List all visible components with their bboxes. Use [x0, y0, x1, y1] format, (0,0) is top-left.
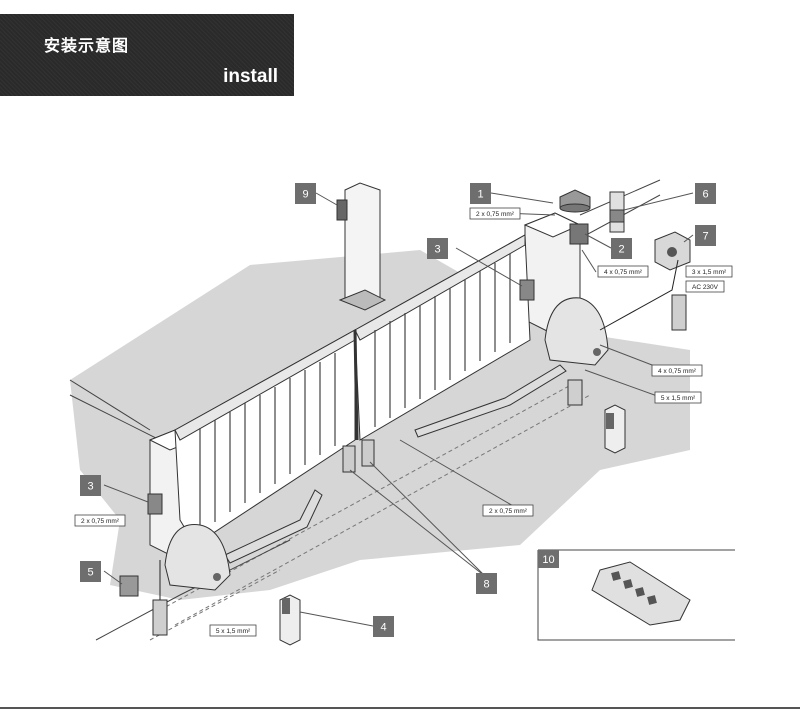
- svg-text:9: 9: [302, 189, 308, 201]
- svg-text:8: 8: [483, 579, 489, 591]
- control-box: [654, 231, 691, 271]
- cable-label-2x075-center: 2 x 0,75 mm²: [482, 504, 534, 517]
- bottom-divider: [0, 707, 800, 709]
- keypad-post: [336, 182, 387, 311]
- radio-receiver: [119, 575, 139, 597]
- svg-text:3: 3: [434, 244, 440, 256]
- svg-text:2 x 0,75 mm²: 2 x 0,75 mm²: [476, 211, 515, 218]
- gate-leaves: [174, 234, 531, 546]
- svg-text:5 x 1,5 mm²: 5 x 1,5 mm²: [216, 628, 251, 635]
- svg-text:5: 5: [87, 567, 93, 579]
- callout-8: 8: [476, 573, 497, 594]
- cable-label-2x075-top: 2 x 0,75 mm²: [469, 207, 521, 220]
- flashing-light: [559, 189, 591, 213]
- svg-text:4 x 0,75 mm²: 4 x 0,75 mm²: [604, 269, 643, 276]
- callout-10: 10: [538, 550, 559, 568]
- key-selector: [569, 223, 589, 245]
- cable-label-4x075-top: 4 x 0,75 mm²: [597, 265, 649, 278]
- receiver-box: [609, 191, 625, 233]
- cables: [159, 259, 679, 600]
- svg-text:7: 7: [702, 231, 708, 243]
- cable-label-5x15-bottom: 5 x 1,5 mm²: [209, 624, 257, 637]
- callout-2: 2: [611, 238, 632, 259]
- gate-bars: [199, 254, 511, 530]
- operator-arms: [224, 364, 567, 564]
- callout-3-right: 3: [427, 238, 448, 259]
- title-english: install: [223, 66, 278, 87]
- svg-text:3 x 1,5 mm²: 3 x 1,5 mm²: [692, 269, 727, 276]
- callout-5: 5: [80, 561, 101, 582]
- cable-label-5x15-right: 5 x 1,5 mm²: [654, 391, 702, 404]
- photocell-right: [519, 279, 535, 301]
- conduit-right: [671, 294, 687, 331]
- callout-1: 1: [470, 183, 491, 204]
- cable-label-4x075-mid: 4 x 0,75 mm²: [651, 364, 703, 377]
- photocell-left: [147, 493, 163, 515]
- cable-label-ac230: AC 230V: [685, 280, 725, 293]
- electric-locks: [342, 439, 375, 473]
- svg-text:10: 10: [542, 554, 554, 566]
- svg-text:2 x 0,75 mm²: 2 x 0,75 mm²: [489, 508, 528, 515]
- photocell-post: [279, 594, 301, 646]
- conduit-left: [152, 599, 168, 636]
- title-chinese: 安装示意图: [44, 36, 130, 55]
- title-banner: 安装示意图 install: [0, 14, 294, 96]
- svg-text:5 x 1,5 mm²: 5 x 1,5 mm²: [661, 395, 696, 402]
- callout-3-left: 3: [80, 475, 101, 496]
- svg-text:6: 6: [702, 189, 708, 201]
- svg-text:3: 3: [87, 481, 93, 493]
- photocell-post-right: [604, 404, 626, 454]
- svg-text:2 x 0,75 mm²: 2 x 0,75 mm²: [81, 518, 120, 525]
- svg-text:2: 2: [618, 244, 624, 256]
- conduit-mid: [567, 379, 583, 406]
- cable-label-3x15: 3 x 1,5 mm²: [685, 265, 733, 278]
- gate-center-post: [353, 329, 359, 441]
- svg-text:AC 230V: AC 230V: [692, 284, 719, 291]
- remote-inset: [537, 549, 735, 641]
- svg-text:4 x 0,75 mm²: 4 x 0,75 mm²: [658, 368, 697, 375]
- callout-7: 7: [695, 225, 716, 246]
- callout-6: 6: [695, 183, 716, 204]
- cable-label-2x075-left: 2 x 0,75 mm²: [74, 514, 126, 527]
- left-motor: [164, 524, 231, 591]
- svg-text:4: 4: [380, 622, 386, 634]
- svg-text:1: 1: [477, 189, 483, 201]
- callout-9: 9: [295, 183, 316, 204]
- callout-4: 4: [373, 616, 394, 637]
